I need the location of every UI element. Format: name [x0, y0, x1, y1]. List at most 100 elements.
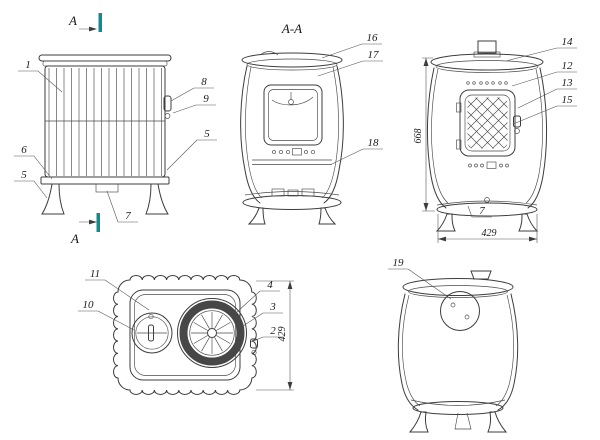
- side-flutes: [48, 68, 162, 176]
- top-burner-outer: [177, 298, 247, 368]
- side-top-rim: [42, 60, 168, 67]
- back-left-leg: [408, 411, 429, 433]
- section-top-rim: [246, 58, 338, 71]
- callout-5-left: 5: [21, 169, 27, 181]
- callout-19: 19: [393, 257, 405, 269]
- callout-7-side: 7: [125, 210, 131, 222]
- side-top-plate: [38, 54, 172, 62]
- top-burner-inner-rim: [189, 310, 235, 356]
- section-title: A-A: [281, 21, 302, 36]
- lattice-diagonals-left: [467, 97, 508, 149]
- air-hole: [279, 150, 283, 154]
- front-door-inner-frame: [464, 94, 511, 152]
- front-wall-right-outer: [527, 67, 548, 209]
- back-top-tab: [470, 270, 492, 280]
- callout-8: 8: [201, 76, 207, 88]
- top-scalloped-outline: [113, 275, 257, 395]
- callout-16: 16: [367, 32, 379, 44]
- section-letter-bottom: A: [70, 231, 79, 246]
- top-latch-tab: [250, 338, 258, 349]
- section-view-a-a: A-A 16 17 18: [240, 21, 383, 225]
- side-ash-drawer: [95, 183, 119, 193]
- front-flue-collar: [477, 40, 497, 54]
- section-right-leg: [318, 207, 337, 225]
- front-door-hinge-bottom: [456, 139, 462, 150]
- section-callout-leaders: [317, 43, 383, 165]
- section-view-arrowheads: [89, 26, 97, 225]
- section-wall-right-inner: [321, 66, 339, 199]
- side-latch-handle: [163, 95, 172, 112]
- vent-hole: [480, 163, 484, 168]
- section-baffle-loop: [288, 99, 294, 105]
- front-door-latch: [513, 115, 521, 128]
- section-left-leg: [247, 207, 266, 225]
- side-left-leg: [41, 183, 65, 215]
- section-firebox-inner: [268, 89, 318, 141]
- front-wall-left-inner: [431, 68, 449, 204]
- section-wall-left-inner: [245, 66, 263, 199]
- section-grate-blocks: [271, 188, 315, 197]
- front-base-top-edge: [436, 200, 538, 206]
- back-base-top-edge: [410, 399, 506, 406]
- front-door-lattice: [467, 97, 508, 149]
- grate-block: [301, 188, 315, 197]
- vent-hole: [491, 81, 495, 85]
- side-latch-knob: [164, 113, 171, 119]
- air-hole: [286, 150, 290, 154]
- air-hole: [311, 150, 315, 154]
- dimension-depth-label: 429: [277, 327, 288, 342]
- section-hearth-lines: [252, 159, 332, 165]
- callout-10: 10: [83, 299, 95, 311]
- front-vent-holes-bottom: [468, 161, 509, 169]
- callout-9: 9: [203, 93, 209, 105]
- section-base-plate: [242, 195, 342, 210]
- section-mark-bottom: [96, 213, 100, 232]
- vent-hole: [499, 163, 503, 168]
- front-right-leg: [518, 213, 539, 232]
- air-slot: [292, 148, 302, 156]
- vent-hole: [474, 163, 478, 168]
- callout-1: 1: [25, 59, 31, 71]
- side-body-outline: [44, 65, 166, 178]
- front-callout-leaders: [467, 47, 577, 218]
- back-wall-left-outer: [397, 293, 419, 411]
- back-base-plate: [412, 401, 504, 415]
- back-top-rim: [408, 285, 508, 298]
- dimension-height-label: 668: [413, 129, 424, 144]
- front-top-plate: [430, 53, 544, 71]
- section-letter-top: A: [68, 13, 77, 28]
- callout-4: 4: [267, 279, 273, 291]
- vent-hole: [505, 163, 509, 168]
- top-small-lid-outer: [131, 312, 173, 354]
- back-flue-screw-1: [450, 302, 456, 308]
- vent-hole: [485, 81, 489, 85]
- front-view: 668 429 14 12 13 15 7: [413, 36, 577, 243]
- front-left-leg: [435, 213, 456, 232]
- top-burner-ring: [179, 300, 245, 366]
- grate-block: [271, 188, 285, 197]
- back-right-leg: [487, 411, 508, 433]
- section-wall-left-outer: [240, 65, 261, 204]
- top-plate-inner-edge: [134, 294, 236, 376]
- back-flue-hole: [440, 291, 480, 331]
- side-callout-leaders: [14, 70, 217, 223]
- vent-hole: [472, 81, 476, 85]
- front-wall-right-inner: [525, 68, 543, 204]
- back-middle-leg: [454, 412, 472, 430]
- callout-14: 14: [562, 36, 574, 48]
- section-firebox-outer: [263, 84, 323, 146]
- back-flue-screw-2: [464, 314, 470, 320]
- callout-15: 15: [562, 94, 574, 106]
- back-top-plate: [402, 278, 514, 296]
- back-callout-leaders: [388, 268, 452, 300]
- section-wall-right-outer: [323, 65, 344, 204]
- vent-slot: [486, 161, 497, 169]
- top-callout-leaders: [78, 279, 283, 343]
- front-top-rim: [435, 60, 539, 73]
- dimension-depth-lines: [256, 280, 294, 391]
- side-base-plate: [40, 176, 170, 185]
- callout-2: 2: [270, 325, 276, 337]
- callout-7-front: 7: [479, 205, 485, 217]
- callout-12: 12: [562, 60, 574, 72]
